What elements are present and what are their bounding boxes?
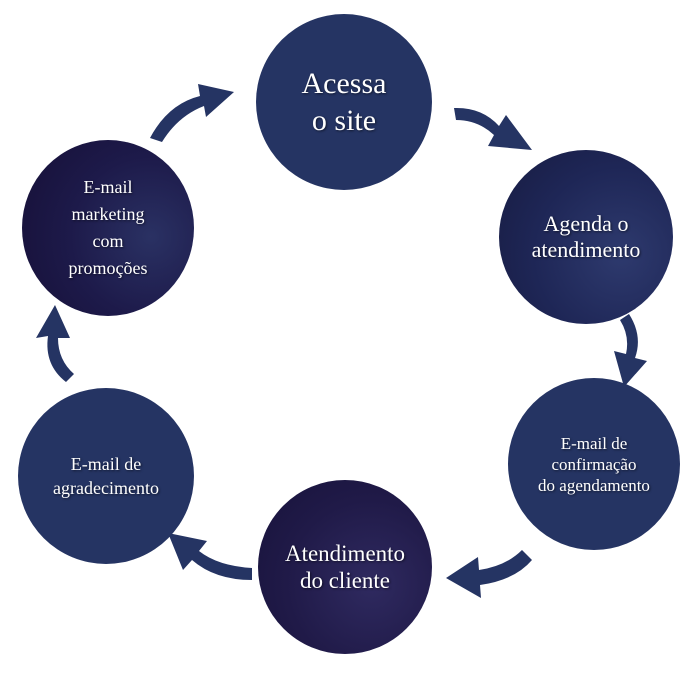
node-acessa-o-site: Acessa o site (256, 14, 432, 190)
node-email-marketing: E-mail marketing com promoções (22, 140, 194, 316)
node-agenda-o-atendimento: Agenda o atendimento (499, 150, 673, 324)
node-label: Atendimento do cliente (284, 541, 406, 593)
node-label: Acessa o site (301, 67, 387, 137)
node-email-confirmacao: E-mail de confirmação do agendamento (508, 378, 680, 550)
arrow-confirmacao-to-atendimento (446, 550, 532, 598)
node-label: E-mail marketing com promoções (68, 177, 148, 278)
node-label: E-mail de agradecimento (53, 454, 159, 498)
node-label: E-mail de confirmação do agendamento (538, 433, 650, 495)
arrow-marketing-to-acessa (150, 84, 234, 142)
arrow-atendimento-to-agradecimento (168, 533, 252, 580)
node-label: Agenda o atendimento (531, 211, 641, 262)
arrow-acessa-to-agenda (454, 107, 532, 150)
arrow-agradecimento-to-marketing (36, 305, 74, 382)
node-email-agradecimento: E-mail de agradecimento (18, 388, 194, 564)
arrow-agenda-to-confirmacao (614, 314, 647, 387)
node-atendimento-do-cliente: Atendimento do cliente (258, 480, 432, 654)
